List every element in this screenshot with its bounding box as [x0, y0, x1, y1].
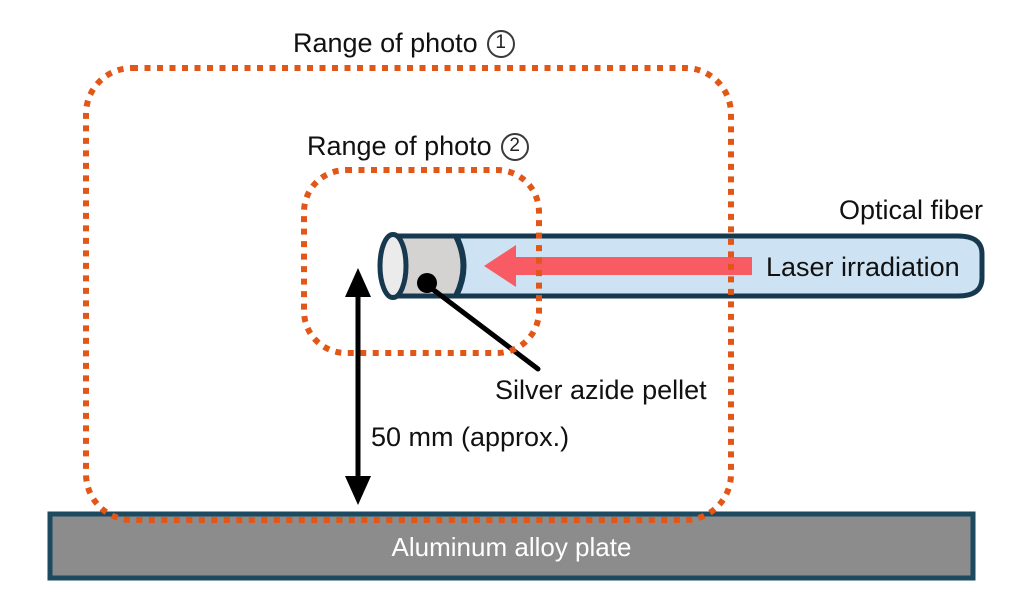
pellet-holder: [392, 238, 463, 294]
photo-range-1-label: Range of photo 1: [293, 28, 515, 59]
photo-range-2-outline: [301, 167, 542, 356]
photo-range-2-text: Range of photo: [307, 131, 492, 161]
distance-arrow-head-down-icon: [345, 476, 371, 505]
photo-range-1-outline: [83, 65, 734, 523]
laser-irradiation-label: Laser irradiation: [766, 252, 960, 282]
aluminum-plate-label: Aluminum alloy plate: [391, 532, 632, 562]
pellet-pointer-line: [428, 285, 541, 372]
circled-number-1-icon: 1: [486, 29, 515, 58]
laser-arrow-icon: [484, 245, 752, 287]
photo-range-1-text: Range of photo: [293, 28, 478, 58]
silver-azide-pellet-label: Silver azide pellet: [495, 375, 707, 405]
distance-label: 50 mm (approx.): [371, 422, 570, 452]
circled-number-2-icon: 2: [500, 132, 529, 161]
photo-range-2-label: Range of photo 2: [307, 131, 529, 162]
distance-arrow-head-up-icon: [345, 268, 371, 297]
pellet-holder-rim: [453, 234, 467, 298]
fiber-end-cap: [377, 232, 409, 300]
aluminum-plate: [47, 511, 976, 581]
optical-fiber-label: Optical fiber: [838, 195, 983, 225]
